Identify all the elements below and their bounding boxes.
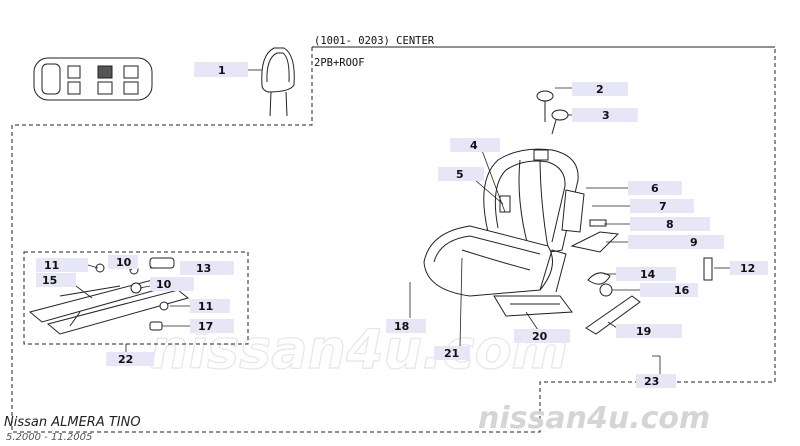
callout-8[interactable]: 8	[630, 217, 710, 231]
svg-text:20: 20	[532, 330, 548, 343]
svg-text:12: 12	[740, 262, 755, 275]
svg-text:11: 11	[198, 300, 213, 313]
callout-10-b[interactable]: 10	[150, 277, 194, 291]
svg-text:10: 10	[116, 256, 132, 269]
svg-text:5: 5	[456, 168, 464, 181]
small-hardware-parts	[570, 219, 713, 335]
svg-text:16: 16	[674, 284, 690, 297]
callout-22[interactable]: 22	[106, 352, 154, 366]
svg-text:10: 10	[156, 278, 172, 291]
callout-14[interactable]: 14	[616, 267, 676, 281]
svg-text:1: 1	[218, 64, 226, 77]
callout-9[interactable]: 9	[628, 235, 724, 249]
svg-text:19: 19	[636, 325, 651, 338]
svg-text:21: 21	[444, 347, 459, 360]
callout-11-b[interactable]: 11	[190, 299, 230, 313]
svg-text:4: 4	[470, 139, 478, 152]
model-name: Nissan ALMERA TINO	[4, 415, 141, 430]
svg-text:14: 14	[640, 268, 656, 281]
seat-back-part	[483, 148, 585, 253]
svg-text:7: 7	[659, 200, 667, 213]
car-location-icon	[33, 57, 153, 101]
rail-subassembly-boundary	[23, 251, 249, 345]
svg-text:11: 11	[44, 259, 59, 272]
callout-5[interactable]: 5	[438, 167, 484, 181]
svg-text:23: 23	[644, 375, 659, 388]
svg-text:18: 18	[394, 320, 409, 333]
seat-rail-part	[28, 257, 190, 335]
callout-13[interactable]: 13	[180, 261, 234, 275]
callout-3[interactable]: 3	[572, 108, 638, 122]
callout-15[interactable]: 15	[36, 273, 76, 287]
callout-4[interactable]: 4	[450, 138, 500, 152]
bolt-parts	[536, 90, 569, 135]
callout-18[interactable]: 18	[386, 319, 426, 333]
callout-1[interactable]: 1	[194, 62, 248, 77]
production-dates: 5.2000 - 11.2005	[6, 432, 92, 443]
callout-17[interactable]: 17	[190, 319, 234, 333]
callout-6[interactable]: 6	[628, 181, 682, 195]
svg-text:9: 9	[690, 236, 698, 249]
svg-text:17: 17	[198, 320, 213, 333]
svg-text:6: 6	[651, 182, 659, 195]
svg-text:2: 2	[596, 83, 604, 96]
callout-12[interactable]: 12	[730, 261, 768, 275]
callout-7[interactable]: 7	[630, 199, 694, 213]
range-label: (1001- 0203) CENTER	[314, 35, 435, 47]
svg-text:22: 22	[118, 353, 133, 366]
callout-11-a[interactable]: 11	[36, 258, 88, 272]
watermark-logo: nissan4u.com	[478, 401, 710, 436]
headrest-part	[261, 47, 295, 117]
callout-2[interactable]: 2	[572, 82, 628, 96]
callout-20[interactable]: 20	[514, 329, 570, 343]
seat-cushion-part	[423, 225, 573, 317]
callout-23[interactable]: 23	[636, 374, 676, 388]
svg-text:3: 3	[602, 109, 610, 122]
callout-21[interactable]: 21	[434, 346, 470, 360]
assembly-boundary	[11, 46, 776, 433]
option-label: 2PB+ROOF	[314, 57, 365, 69]
svg-text:15: 15	[42, 274, 57, 287]
svg-text:8: 8	[666, 218, 674, 231]
callout-19[interactable]: 19	[616, 324, 682, 338]
callout-10-a[interactable]: 10	[108, 255, 138, 269]
svg-text:13: 13	[196, 262, 211, 275]
callout-16[interactable]: 16	[640, 283, 698, 297]
